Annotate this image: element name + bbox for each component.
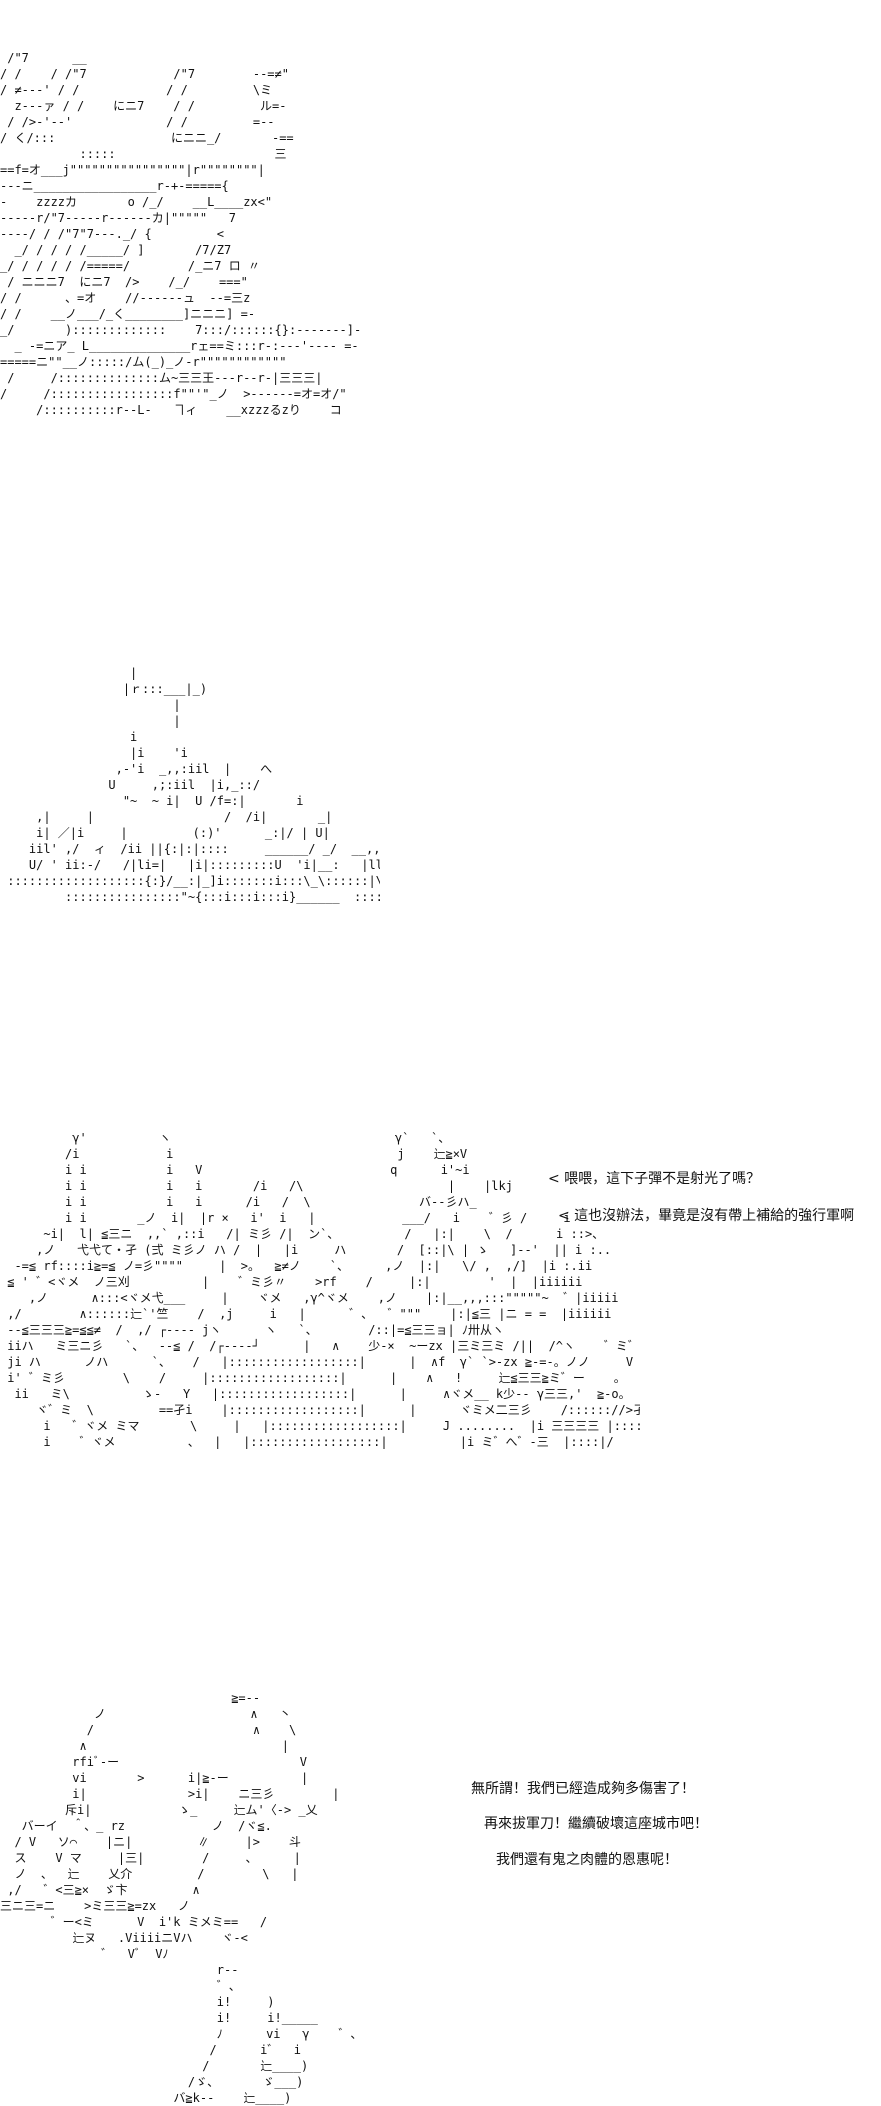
dialogue-line-panel3-1: < 喂喂，這下子彈不是射光了嗎？ — [548, 1171, 761, 1187]
ascii-art-panel-3: γ' ヽ γ` `、 /i i j 辷≧×V i i i V q i'~i i … — [7, 1131, 640, 1449]
dialogue-line-panel4-2: 再來拔軍刀！繼續破壞這座城市吧！ — [484, 1816, 708, 1832]
dialogue-line-panel4-3: 我們還有鬼之肉體的恩惠呢！ — [496, 1852, 678, 1868]
dialogue-line-panel3-2: < 這也沒辦法，畢竟是沒有帶上補給的強行軍啊 — [558, 1208, 855, 1224]
ascii-art-panel-4: ≧=-- ノ ∧ 丶 / ∧ \ ∧ | rfiﾞ-ー V vi > i|≧ — [0, 1691, 363, 2105]
dialogue-line-panel4-1: 無所謂！我們已經造成夠多傷害了！ — [471, 1781, 695, 1797]
ascii-art-panel-2: | |ｒ:::___|_) | | i |i 'i ,-'i _,,:iil |… — [7, 666, 380, 904]
ascii-art-panel-1: /"7 __ / / / /"7 /"7 --=≠" / ≠---' / / /… — [0, 51, 360, 417]
